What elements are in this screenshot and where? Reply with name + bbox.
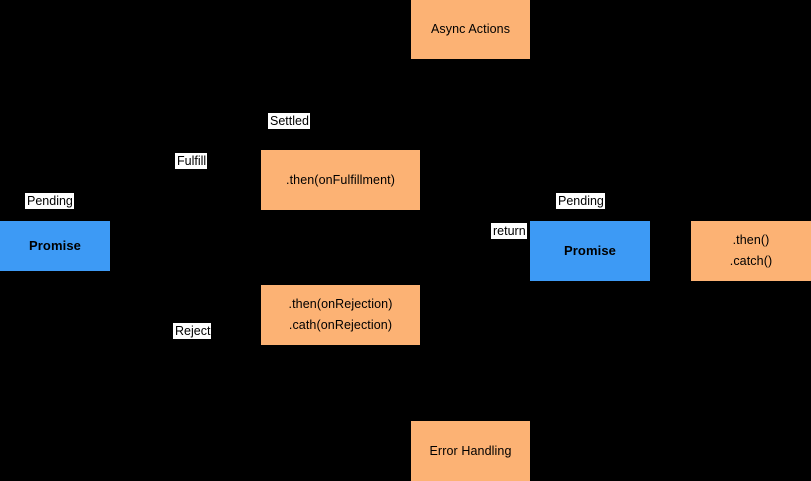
node-then-catch[interactable]: .then() .catch() [691,221,811,281]
edge-label-reject: Reject [173,323,212,339]
edge-label-fulfill: Fulfill [175,153,208,169]
edge-label-pending-right: Pending [556,193,605,209]
edge-promise-to-rejection [110,245,261,316]
node-then-catch-label-line2: .catch() [729,254,773,268]
node-then-on-fulfillment-label: .then(onFulfillment) [286,172,395,187]
node-async-actions-label: Async Actions [430,22,511,37]
node-then-on-rejection[interactable]: .then(onRejection) .cath(onRejection) [261,285,420,345]
node-then-catch-label-line1: .then() [732,233,770,248]
arrowhead-promise-right [522,247,530,255]
arrowhead-then-catch [683,247,691,255]
node-error-handling-label: Error Handling [429,443,512,458]
edge-label-return: return [491,223,527,239]
node-promise-left-label: Promise [28,238,81,254]
arrowhead-fulfillment [253,176,261,184]
node-error-handling[interactable]: Error Handling [411,421,530,481]
arrowhead-rejection [253,311,261,319]
edge-fulfillment-to-promise-right [420,179,530,252]
node-promise-right[interactable]: Promise [530,221,650,281]
node-then-on-rejection-label-line1: .then(onRejection) [288,297,393,312]
edge-label-pending-left: Pending [25,193,74,209]
node-then-on-fulfillment[interactable]: .then(onFulfillment) [261,150,420,210]
node-promise-left[interactable]: Promise [0,221,110,271]
node-promise-right-label: Promise [563,243,616,259]
node-then-on-rejection-label-line2: .cath(onRejection) [288,318,393,332]
node-async-actions[interactable]: Async Actions [411,0,530,59]
edge-label-settled: Settled [268,113,310,129]
edge-promise-to-fulfillment [110,179,261,247]
